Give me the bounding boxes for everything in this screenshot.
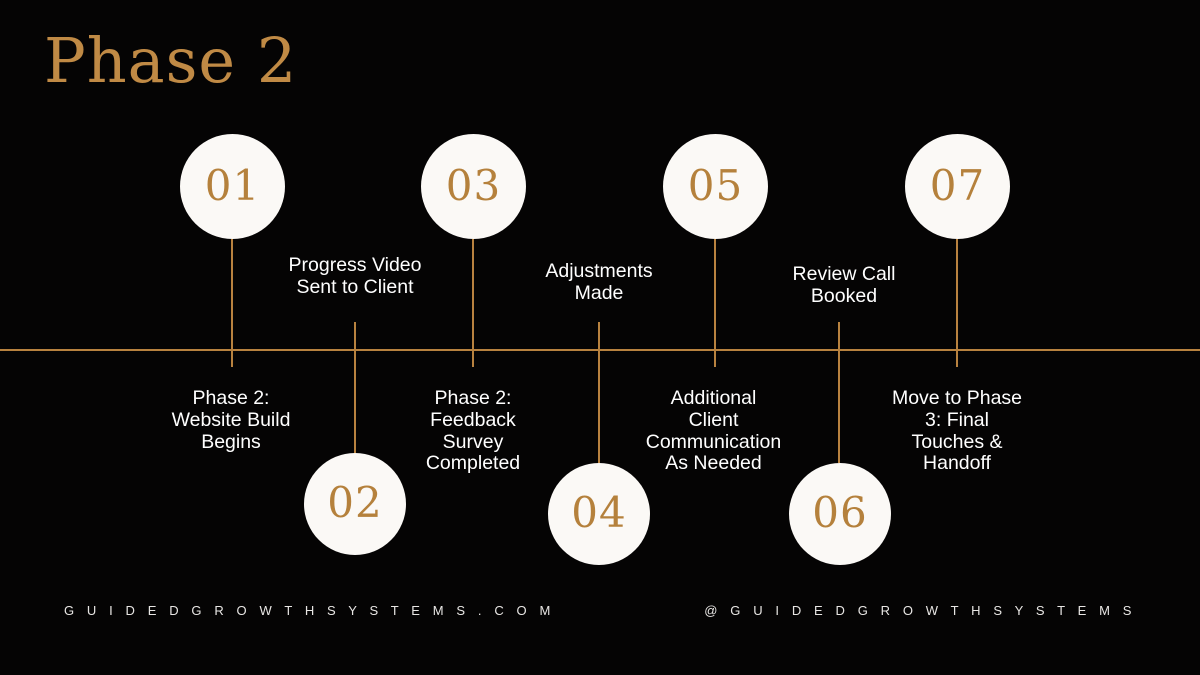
connector-05 xyxy=(714,239,716,367)
node-label-01: Phase 2: Website Build Begins xyxy=(171,387,291,453)
node-number-03: 03 xyxy=(445,160,502,210)
timeline-node-03[interactable]: 03 xyxy=(421,134,526,239)
timeline-node-02[interactable]: 02 xyxy=(304,453,406,555)
node-number-06: 06 xyxy=(812,488,868,537)
timeline-node-06[interactable]: 06 xyxy=(789,463,891,565)
timeline-axis xyxy=(0,349,1200,351)
node-label-05: Additional Client Communication As Neede… xyxy=(645,387,782,475)
timeline-node-05[interactable]: 05 xyxy=(663,134,768,239)
connector-03 xyxy=(472,239,474,367)
connector-04 xyxy=(598,322,600,463)
connector-07 xyxy=(956,239,958,367)
connector-02 xyxy=(354,322,356,454)
node-label-03: Phase 2: Feedback Survey Completed xyxy=(425,387,521,475)
node-number-07: 07 xyxy=(929,160,986,210)
node-label-04: Adjustments Made xyxy=(545,260,653,304)
footer-website-link[interactable]: G U I D E D G R O W T H S Y S T E M S . … xyxy=(64,603,555,618)
node-label-06: Review Call Booked xyxy=(792,263,896,307)
node-number-01: 01 xyxy=(204,160,261,210)
node-number-05: 05 xyxy=(687,160,744,210)
node-label-07: Move to Phase 3: Final Touches & Handoff xyxy=(891,387,1023,475)
node-number-02: 02 xyxy=(327,478,383,527)
node-number-04: 04 xyxy=(571,488,627,537)
timeline-node-07[interactable]: 07 xyxy=(905,134,1010,239)
connector-06 xyxy=(838,322,840,463)
page-title: Phase 2 xyxy=(44,24,298,97)
timeline-node-04[interactable]: 04 xyxy=(548,463,650,565)
footer-social-handle[interactable]: @ G U I D E D G R O W T H S Y S T E M S xyxy=(704,603,1136,618)
connector-01 xyxy=(231,239,233,367)
timeline-node-01[interactable]: 01 xyxy=(180,134,285,239)
node-label-02: Progress Video Sent to Client xyxy=(288,254,422,298)
